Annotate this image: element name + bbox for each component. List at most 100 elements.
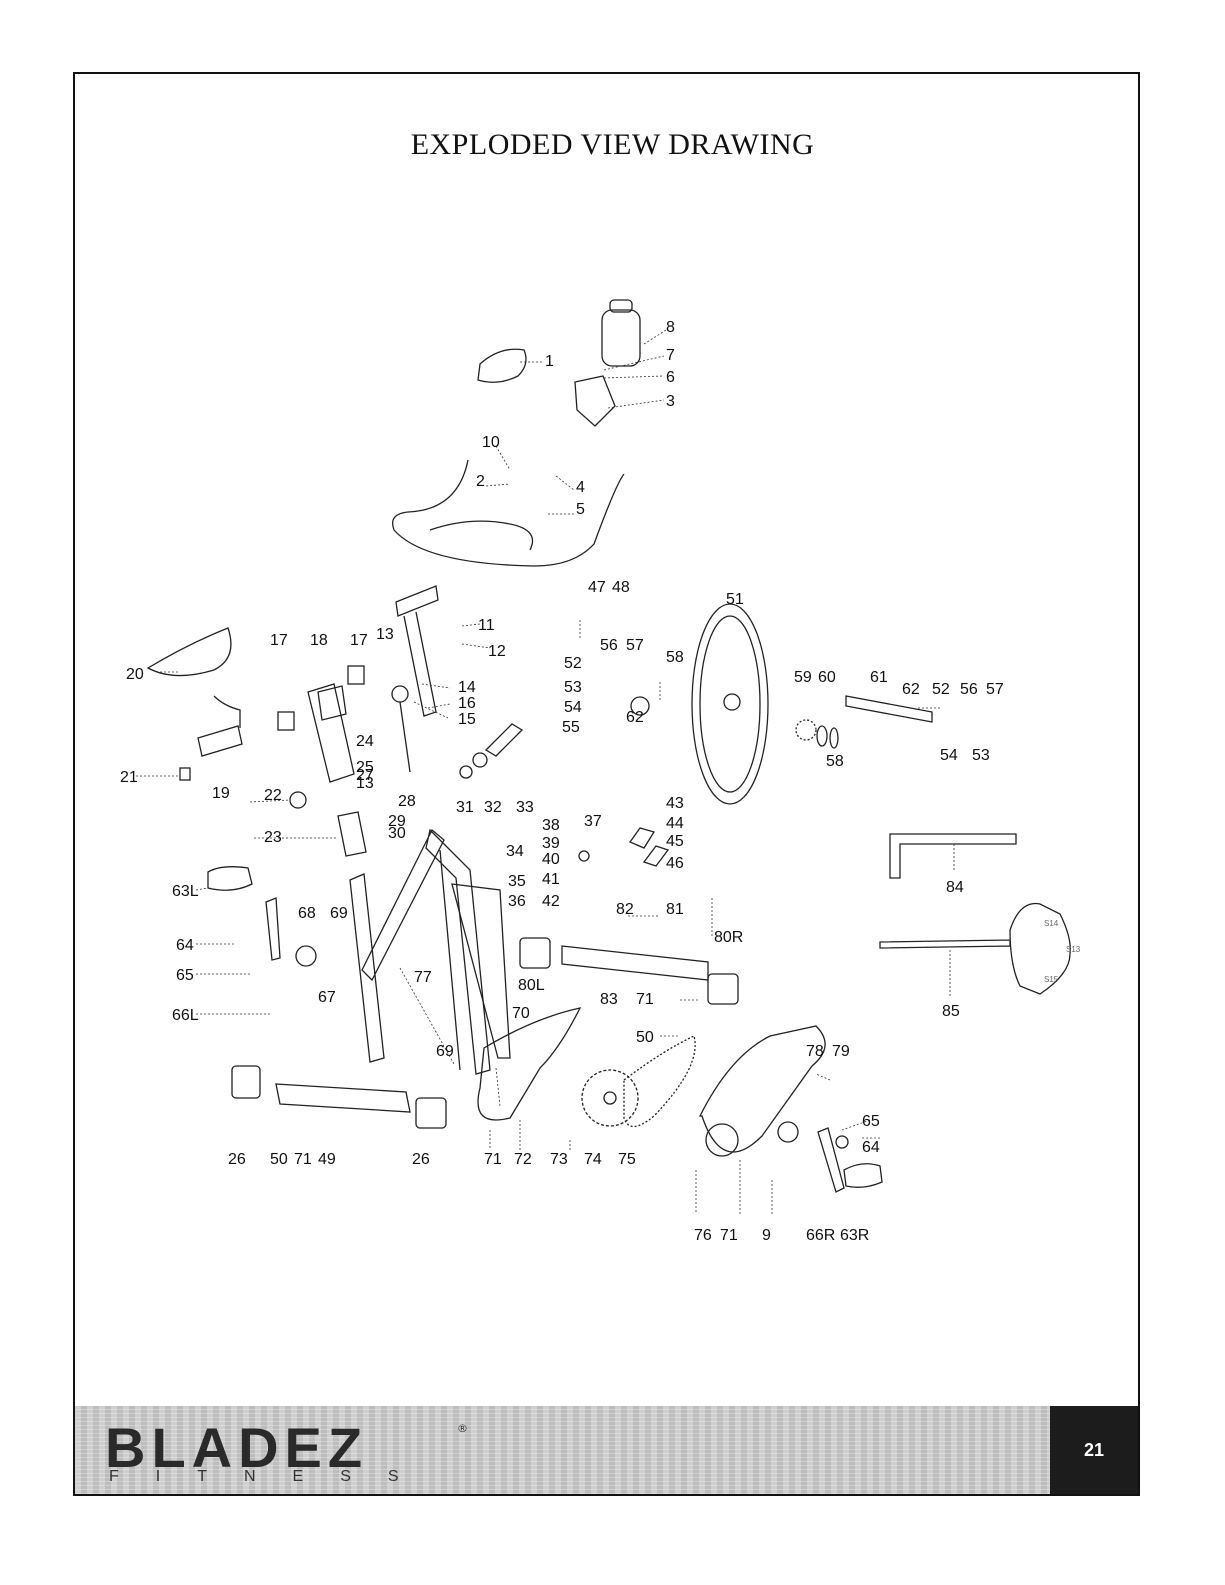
part-label: 9 [762, 1227, 771, 1244]
part-label: 53 [972, 747, 990, 764]
clamp-17a [277, 711, 295, 731]
part-label: 6 [666, 369, 675, 386]
part-label: 50 [636, 1029, 654, 1046]
part-label: 54 [940, 747, 958, 764]
part-label: 38 [542, 817, 560, 834]
part-label: 72 [514, 1151, 532, 1168]
part-label: 22 [264, 787, 282, 804]
page-number-box: 21 [1050, 1406, 1138, 1494]
part-label: 12 [488, 643, 506, 660]
part-label: 68 [298, 905, 316, 922]
part-label: 81 [666, 901, 684, 918]
page-title: EXPLODED VIEW DRAWING [410, 128, 815, 161]
tool-size-s14: S14 [1044, 919, 1059, 928]
part-label: 78 [806, 1043, 824, 1060]
chain-guard-outer [698, 1025, 826, 1153]
allen-key [889, 833, 1017, 879]
part-label: 23 [264, 829, 282, 846]
front-stabilizer [561, 945, 709, 981]
part-label: 50 [270, 1151, 288, 1168]
footer-banner: BLADEZ ® FITNESS 21 [75, 1406, 1138, 1494]
chain-guard-hole [705, 1123, 739, 1157]
flywheel-hub [723, 693, 741, 711]
bracket-54 [630, 696, 650, 716]
part-label: 24 [356, 733, 374, 750]
part-label: 2 [476, 473, 485, 490]
part-label: 10 [482, 434, 500, 451]
part-label: 56 [960, 681, 978, 698]
part-label: 47 [588, 579, 606, 596]
part-label: 31 [456, 799, 474, 816]
chain-guard-inner [477, 1007, 582, 1121]
pedal-right [843, 1163, 883, 1188]
bolt-32 [472, 752, 488, 768]
part-label: 33 [516, 799, 534, 816]
part-label: 71 [636, 991, 654, 1008]
part-label: 52 [932, 681, 950, 698]
part-label: 30 [388, 825, 406, 842]
crank-left [265, 897, 281, 961]
pedal-left [207, 866, 253, 891]
seat-slider [197, 695, 243, 757]
wheel-59 [795, 719, 817, 741]
tool-size-s13: S13 [1066, 945, 1081, 954]
part-label: 80R [714, 929, 743, 946]
part-label: 74 [584, 1151, 602, 1168]
part-label: 25 [356, 759, 374, 776]
crank-right [817, 1127, 845, 1193]
part-label: 82 [616, 901, 634, 918]
water-bottle [601, 309, 641, 367]
part-label: 53 [564, 679, 582, 696]
part-label: 61 [870, 669, 888, 686]
tool-size-s15: S15 [1044, 975, 1059, 984]
part-label: 14 [458, 679, 476, 696]
part-label: 43 [666, 795, 684, 812]
end-cap-80L [519, 937, 551, 969]
part-label: 3 [666, 393, 675, 410]
flywheel-inner [699, 615, 761, 793]
part-label: 58 [666, 649, 684, 666]
part-label: 63R [840, 1227, 869, 1244]
part-label: 26 [412, 1151, 430, 1168]
drawing-canvas: 1 2 3 4 5 6 7 8 9 10 11 12 13 13 14 15 1… [120, 299, 1081, 1244]
part-label: 1 [545, 353, 554, 370]
brake-pad-45 [629, 827, 670, 867]
part-label: 45 [666, 833, 684, 850]
part-label: 17 [350, 632, 368, 649]
part-label: 36 [508, 893, 526, 910]
part-40 [578, 850, 590, 862]
part-label: 65 [862, 1113, 880, 1130]
part-label: 35 [508, 873, 526, 890]
part-label: 84 [946, 879, 964, 896]
frame-rear [451, 883, 511, 1059]
part-label: 58 [826, 753, 844, 770]
part-label: 55 [562, 719, 580, 736]
part-label: 56 [600, 637, 618, 654]
part-label: 5 [576, 501, 585, 518]
bottle-cap [609, 299, 633, 313]
part-label: 67 [318, 989, 336, 1006]
brake-33 [484, 723, 524, 757]
handlebar-inner [429, 520, 534, 551]
rod-24 [399, 701, 411, 773]
part-label: 48 [612, 579, 630, 596]
part-label: 63L [172, 883, 199, 900]
part-label: 40 [542, 851, 560, 868]
part-label: 70 [512, 1005, 530, 1022]
part-label: 77 [414, 969, 432, 986]
part-label: 28 [398, 793, 416, 810]
bolt-31 [459, 765, 473, 779]
handlebar [391, 459, 625, 567]
part-label: 71 [484, 1151, 502, 1168]
brand-subtitle: FITNESS [109, 1468, 436, 1485]
part-label: 73 [550, 1151, 568, 1168]
knob-22 [289, 791, 307, 809]
part-label: 57 [626, 637, 644, 654]
part-label: 11 [478, 617, 495, 634]
knob-68 [295, 945, 317, 967]
part-label: 13 [376, 626, 394, 643]
block-21 [179, 767, 191, 781]
sprocket-hub [603, 1091, 617, 1105]
part-label: 71 [720, 1227, 738, 1244]
part-label: 85 [942, 1003, 960, 1020]
